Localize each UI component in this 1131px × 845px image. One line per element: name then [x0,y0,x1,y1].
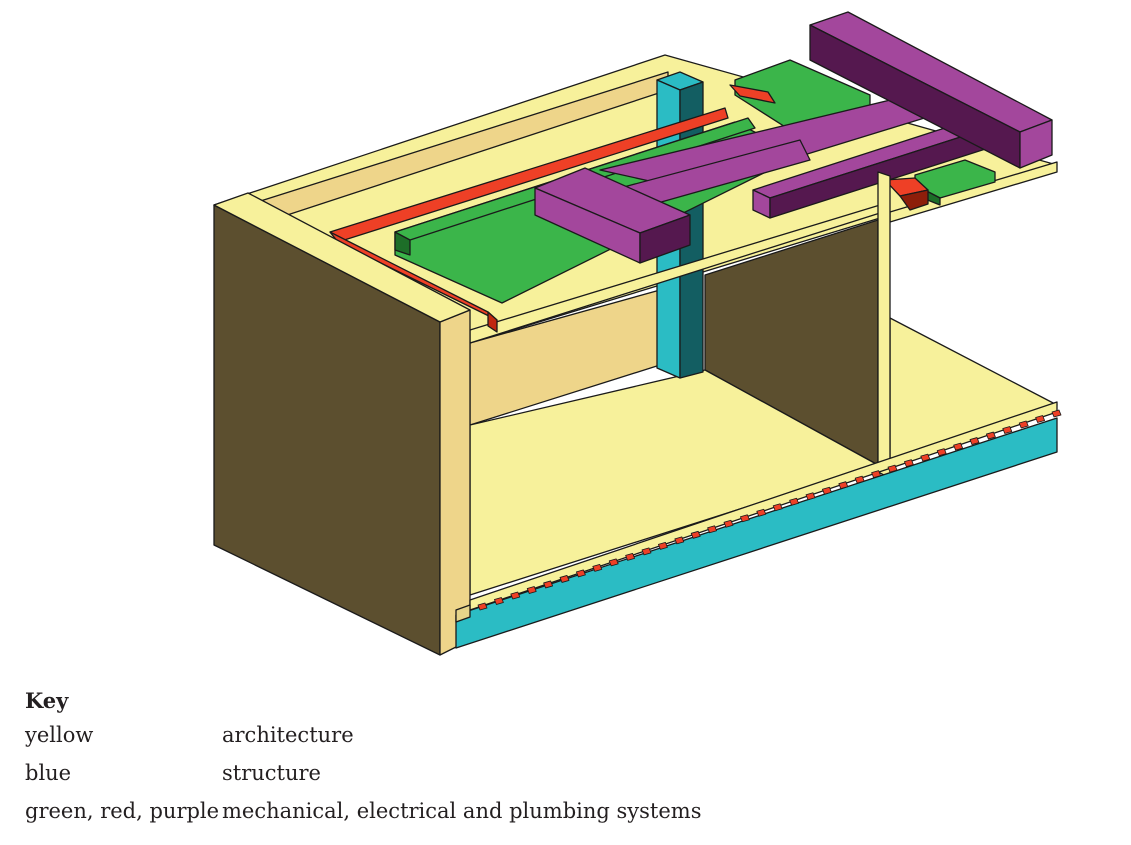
radiant-pipe-dot [986,431,996,440]
radiant-pipe-dot [953,442,963,451]
radiant-pipe-dot [920,453,931,462]
radiant-pipe-dot [904,459,914,468]
legend-color-name: yellow [25,723,94,747]
radiant-pipe-dot [740,514,750,523]
legend-description: mechanical, electrical and plumbing syst… [222,799,702,823]
radiant-pipe-dot [625,552,635,561]
legend-description: architecture [222,723,354,747]
radiant-pipe-dot [854,475,865,484]
radiant-pipe-dot [1051,409,1062,418]
radiant-pipe-dot [723,519,734,528]
red-pipe-right-stub-dark [899,189,929,211]
red-pipe-end [487,311,498,333]
radiant-pipe-dot [871,470,881,479]
radiant-pipe-dot [674,536,685,545]
structure-slab-top [455,417,1058,649]
radiant-pipe-dot [838,481,849,490]
radiant-pipe-dot [887,464,898,473]
radiant-pipe-dot [658,541,668,550]
structure-slab-shadow [455,604,471,623]
radiant-pipe-dot [543,580,553,589]
radiant-pipe-dot [1018,420,1029,429]
legend-row-mep: green, red, purple mechanical, electrica… [25,798,701,824]
legend-title: Key [25,688,69,713]
radiant-pipe-dot [772,503,783,512]
radiant-pipe-dot [477,602,488,611]
radiant-pipe-dot [936,448,947,457]
radiant-pipe-dot [1035,415,1045,423]
radiant-pipe-dot [510,591,521,600]
red-pipe-rear [729,84,776,104]
radiant-pipe-dot [822,486,832,495]
legend-row-structure: blue structure [25,760,701,786]
radiant-pipe-dot [576,569,586,578]
legend-row-architecture: yellow architecture [25,722,701,748]
legend-color-name: blue [25,761,72,785]
radiant-pipe-dot [641,547,652,556]
radiant-pipe-dot [526,586,537,594]
radiant-pipe-dot [805,492,816,501]
radiant-pipe-dot [789,497,799,506]
radiant-pipe-dot [756,508,767,517]
legend-color-name: green, red, purple [25,799,220,823]
radiant-pipe-dot [608,558,619,567]
radiant-pipe-dot [690,530,701,539]
purple-main-side [1019,119,1053,169]
purple-duct-front-side [639,214,691,264]
legend-description: structure [222,761,321,785]
radiant-pipe-dot [493,597,504,605]
radiant-pipe-dot [559,575,570,583]
radiant-pipe-dot [592,564,603,572]
legend: Key yellow architecture blue structure g… [25,688,701,836]
partition-front [877,171,891,479]
radiant-pipe-dot [1002,426,1013,434]
building-section-diagram [213,11,1062,656]
radiant-floor-pipes [477,409,1062,611]
radiant-pipe-dot [707,525,717,534]
outer-wall-front-edge [439,309,471,656]
radiant-pipe-dot [969,437,980,445]
outer-wall-top-edge [213,192,471,323]
